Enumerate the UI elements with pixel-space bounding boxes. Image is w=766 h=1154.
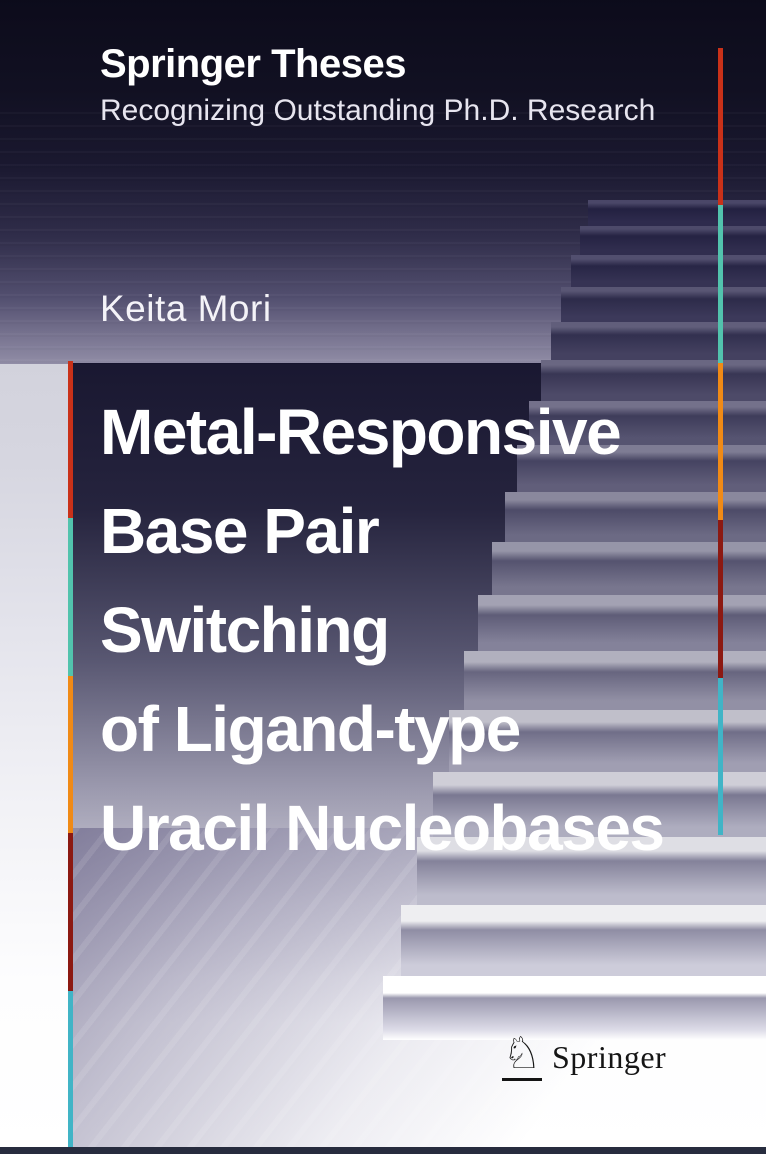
bar-segment-teal-green bbox=[68, 518, 73, 676]
bar-segment-teal-cyan bbox=[68, 990, 73, 1149]
bar-segment-teal-green bbox=[718, 205, 723, 363]
book-title: Metal-Responsive Base Pair Switching of … bbox=[100, 383, 760, 878]
title-line-4: of Ligand-type bbox=[100, 693, 521, 765]
stair-step bbox=[588, 200, 766, 226]
stair-step bbox=[417, 837, 766, 905]
bar-segment-orange bbox=[68, 675, 73, 834]
stair-step bbox=[541, 360, 766, 401]
bar-segment-orange bbox=[718, 362, 723, 521]
springer-logo: ♘ Springer bbox=[502, 1032, 666, 1081]
title-line-5: Uracil Nucleobases bbox=[100, 792, 665, 864]
logo-underline bbox=[502, 1078, 542, 1081]
bar-segment-red bbox=[718, 48, 723, 206]
bar-segment-teal-cyan bbox=[718, 677, 723, 836]
bar-segment-red bbox=[68, 361, 73, 519]
left-accent-bar bbox=[68, 361, 73, 1149]
stair-step bbox=[433, 772, 766, 837]
bar-segment-dark-red bbox=[718, 520, 723, 678]
author-name: Keita Mori bbox=[100, 288, 272, 329]
stair-step bbox=[449, 710, 766, 772]
series-title: Springer Theses bbox=[100, 42, 406, 86]
stair-step bbox=[571, 255, 766, 287]
springer-horse-icon: ♘ bbox=[502, 1028, 542, 1081]
title-line-3: Switching bbox=[100, 594, 390, 666]
stair-step bbox=[551, 322, 766, 360]
title-line-1: Metal-Responsive bbox=[100, 396, 622, 468]
series-tagline: Recognizing Outstanding Ph.D. Research bbox=[100, 94, 656, 127]
title-line-2: Base Pair bbox=[100, 495, 380, 567]
footer-strip bbox=[0, 1147, 766, 1154]
stair-step bbox=[561, 287, 766, 322]
stair-step bbox=[464, 651, 766, 710]
stair-step bbox=[383, 976, 766, 1040]
stair-step bbox=[529, 401, 766, 445]
publisher-name: Springer bbox=[552, 1039, 667, 1075]
series-block: Springer Theses Recognizing Outstanding … bbox=[100, 40, 655, 131]
stair-step bbox=[517, 445, 766, 492]
right-accent-bar bbox=[718, 48, 723, 836]
bar-segment-dark-red bbox=[68, 833, 73, 991]
stair-step bbox=[401, 905, 766, 976]
stair-step bbox=[580, 226, 766, 255]
